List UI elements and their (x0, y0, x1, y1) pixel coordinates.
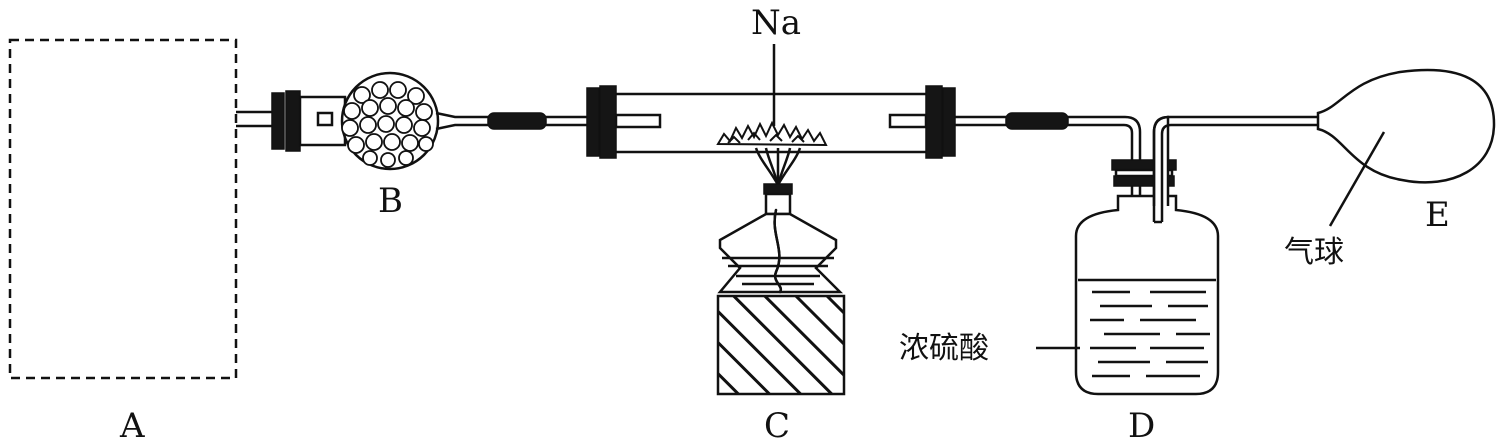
desiccant-granules (341, 81, 434, 168)
washing-bottle-d (1074, 115, 1320, 396)
label-b: B (378, 181, 403, 221)
label-e: E (1425, 195, 1450, 235)
label-conc-sulfuric-acid: 浓硫酸 (899, 331, 989, 366)
balloon-leader-line (1328, 131, 1386, 227)
alcohol-lamp (717, 183, 844, 294)
sodium-sample (716, 120, 828, 147)
flame (754, 147, 802, 186)
balloon-e (1316, 68, 1496, 184)
drying-tube-b (271, 71, 490, 171)
apparatus-a-placeholder (8, 38, 238, 380)
label-a: A (119, 406, 145, 442)
lab-jack-block (716, 294, 846, 396)
label-c: C (764, 406, 790, 442)
combustion-tube-c (586, 85, 956, 159)
label-na: Na (751, 3, 801, 43)
rubber-connector-b-c (487, 112, 590, 130)
label-balloon: 气球 (1284, 235, 1344, 270)
tube-a-to-b (236, 110, 275, 128)
tube-c-to-d (955, 112, 1142, 277)
label-d: D (1128, 406, 1155, 442)
